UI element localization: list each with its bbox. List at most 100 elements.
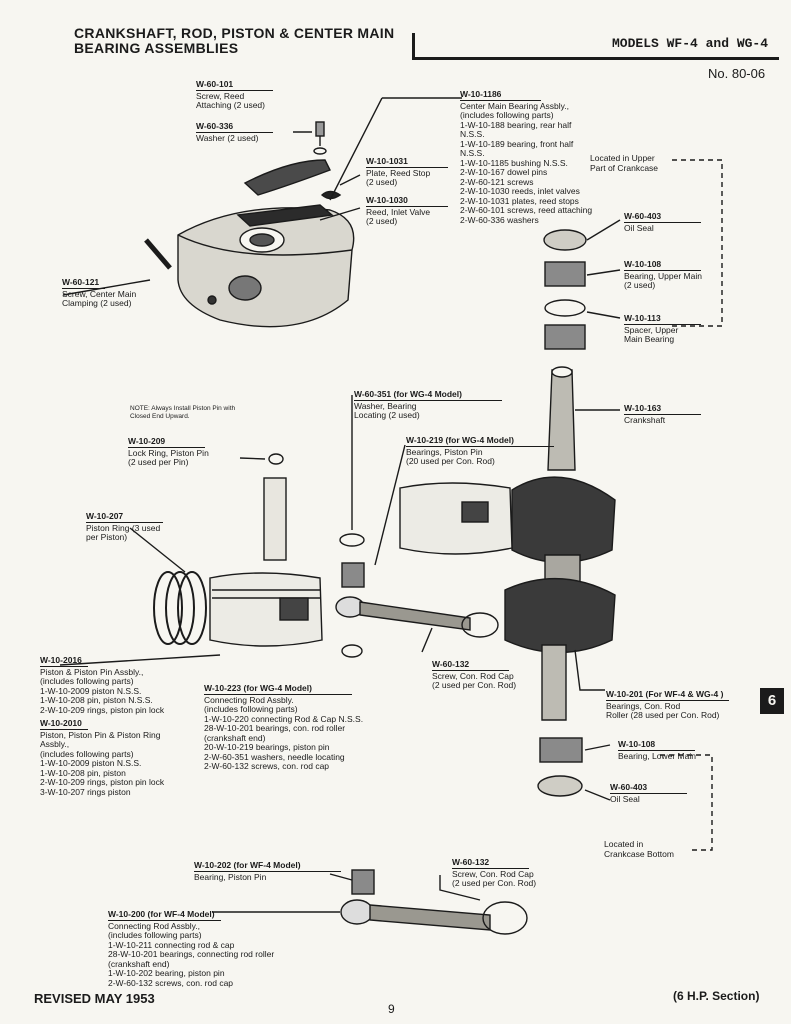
connecting-rod-mid — [335, 596, 499, 658]
part-description: Plate, Reed Stop (2 used) — [366, 167, 431, 187]
part-description: Reed, Inlet Valve (2 used) — [366, 206, 431, 226]
part-description: Screw, Center Main Clamping (2 used) — [62, 288, 137, 308]
label-w10-2016: W-10-2016 Piston & Piston Pin Assbly., (… — [40, 655, 164, 715]
label-w10-202: W-10-202 (for WF-4 Model) Bearing, Pisto… — [194, 860, 341, 882]
part-description: Connecting Rod Assbly., (includes follow… — [108, 920, 275, 988]
connecting-rod-bottom — [340, 869, 528, 935]
oil-seal-upper — [543, 229, 587, 251]
part-description: Lock Ring, Piston Pin (2 used per Pin) — [128, 447, 209, 467]
label-w10-113: W-10-113 Spacer, Upper Main Bearing — [624, 313, 701, 345]
label-w10-209: W-10-209 Lock Ring, Piston Pin (2 used p… — [128, 436, 209, 468]
part-description: Screw, Con. Rod Cap (2 used per Con. Rod… — [452, 868, 537, 888]
part-description: Washer (2 used) — [196, 132, 259, 143]
part-description: Center Main Bearing Assbly., (includes f… — [460, 100, 593, 225]
reed-plate — [243, 159, 331, 196]
part-number: W-10-2010 — [40, 718, 88, 730]
part-number: W-10-209 — [128, 436, 206, 448]
part-description: Bearings, Piston Pin (20 used per Con. R… — [406, 446, 495, 466]
label-w60-351: W-60-351 (for WG-4 Model) Washer, Bearin… — [354, 389, 502, 421]
label-w10-223: W-10-223 (for WG-4 Model) Connecting Rod… — [204, 683, 364, 772]
document-number: No. 80-06 — [708, 66, 766, 81]
label-w10-207: W-10-207 Piston Ring (3 used per Piston) — [86, 511, 164, 543]
label-w10-1030: W-10-1030 Reed, Inlet Valve (2 used) — [366, 195, 448, 227]
label-w60-101: W-60-101 Screw, Reed Attaching (2 used) — [196, 79, 274, 111]
page-title-line1: CRANKSHAFT, ROD, PISTON & CENTER MAIN — [74, 25, 395, 41]
part-number: W-10-219 (for WG-4 Model) — [406, 435, 554, 447]
part-number: W-60-121 — [62, 277, 106, 289]
location-note: Located in Upper Part of Crankcase — [590, 153, 659, 173]
piston-rings — [153, 571, 207, 645]
part-number: W-60-132 — [432, 659, 510, 671]
part-description: Screw, Reed Attaching (2 used) — [196, 90, 265, 110]
label-located-upper: Located in Upper Part of Crankcase — [590, 153, 680, 173]
part-number: W-60-132 — [452, 857, 530, 869]
part-description: Bearing, Upper Main (2 used) — [624, 270, 702, 290]
lower-main-bearing — [539, 737, 583, 763]
crankshaft — [504, 366, 616, 721]
part-number: W-10-2016 — [40, 655, 88, 667]
lock-ring — [268, 453, 284, 465]
upper-main-bearing — [544, 261, 586, 287]
label-w10-200: W-10-200 (for WF-4 Model) Connecting Rod… — [108, 909, 275, 988]
part-number: W-60-101 — [196, 79, 274, 91]
section-name: (6 H.P. Section) — [673, 989, 760, 1003]
label-w10-2010: W-10-2010 Piston, Piston Pin & Piston Ri… — [40, 718, 165, 797]
upper-spacer — [544, 299, 586, 317]
label-w10-219: W-10-219 (for WG-4 Model) Bearings, Pist… — [406, 435, 554, 467]
location-note: Located in Crankcase Bottom — [604, 839, 674, 859]
part-number: W-10-108 — [624, 259, 702, 271]
part-description: Piston Ring (3 used per Piston) — [86, 522, 161, 542]
label-located-bottom: Located in Crankcase Bottom — [604, 839, 674, 859]
page-number: 9 — [388, 1002, 395, 1016]
part-number: W-10-207 — [86, 511, 164, 523]
part-number: W-60-403 — [610, 782, 688, 794]
part-number: W-60-336 — [196, 121, 274, 133]
label-w60-132-mid: W-60-132 Screw, Con. Rod Cap (2 used per… — [432, 659, 516, 691]
part-number: W-10-1030 — [366, 195, 448, 207]
part-description: Bearing, Lower Main — [618, 750, 696, 761]
label-w10-108-top: W-10-108 Bearing, Upper Main (2 used) — [624, 259, 702, 291]
reed-washer — [313, 147, 327, 155]
label-w10-1186: W-10-1186 Center Main Bearing Assbly., (… — [460, 89, 593, 225]
center-main-bearing-block — [177, 204, 355, 328]
part-description: Spacer, Upper Main Bearing — [624, 324, 679, 344]
part-description: Washer, Bearing Locating (2 used) — [354, 400, 420, 420]
part-number: W-10-1031 — [366, 156, 448, 168]
note-text: NOTE: Always Install Piston Pin with Clo… — [130, 405, 236, 420]
label-w60-403-low: W-60-403 Oil Seal — [610, 782, 688, 804]
label-w60-121: W-60-121 Screw, Center Main Clamping (2 … — [62, 277, 137, 309]
piston — [209, 572, 323, 647]
label-w10-108-low: W-10-108 Bearing, Lower Main — [618, 739, 696, 761]
part-description: Bearing, Piston Pin — [194, 871, 267, 882]
part-number: W-10-108 — [618, 739, 696, 751]
page-title-line2: BEARING ASSEMBLIES — [74, 40, 239, 56]
part-description: Bearings, Con. Rod Roller (28 used per C… — [606, 700, 720, 720]
upper-piston — [399, 482, 513, 555]
part-number: W-10-200 (for WF-4 Model) — [108, 909, 221, 921]
piston-pin-needle-bearing — [341, 562, 365, 588]
part-number: W-10-163 — [624, 403, 702, 415]
piston-pin — [263, 477, 287, 561]
revision-date: REVISED MAY 1953 — [34, 991, 155, 1006]
part-number: W-10-223 (for WG-4 Model) — [204, 683, 352, 695]
label-w60-132-low: W-60-132 Screw, Con. Rod Cap (2 used per… — [452, 857, 537, 889]
part-number: W-10-202 (for WF-4 Model) — [194, 860, 341, 872]
part-description: Oil Seal — [610, 793, 640, 804]
header-rule — [412, 33, 779, 60]
part-number: W-60-351 (for WG-4 Model) — [354, 389, 502, 401]
part-number: W-10-201 (For WF-4 & WG-4 ) — [606, 689, 730, 701]
part-description: Piston, Piston Pin & Piston Ring Assbly.… — [40, 729, 165, 797]
clamp-screw — [144, 238, 172, 270]
part-number: W-60-403 — [624, 211, 702, 223]
label-w10-1031: W-10-1031 Plate, Reed Stop (2 used) — [366, 156, 448, 188]
reed-screw — [315, 121, 325, 137]
models-heading: MODELS WF-4 and WG-4 — [612, 36, 769, 51]
part-description: Connecting Rod Assbly. (includes followi… — [204, 694, 364, 771]
label-w10-201: W-10-201 (For WF-4 & WG-4 ) Bearings, Co… — [606, 689, 730, 721]
oil-seal-lower — [537, 775, 583, 797]
part-description: Oil Seal — [624, 222, 654, 233]
label-w60-336: W-60-336 Washer (2 used) — [196, 121, 274, 143]
section-tab: 6 — [760, 688, 784, 714]
part-number: W-10-113 — [624, 313, 701, 325]
